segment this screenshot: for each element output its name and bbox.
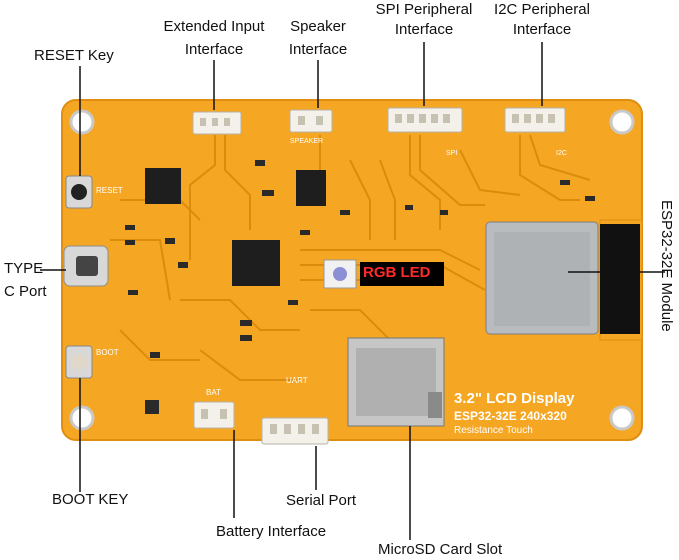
label-i2c: I2C Peripheral Interface xyxy=(476,0,608,40)
chip-amplifier xyxy=(296,170,326,206)
label-speaker-line2: Interface xyxy=(288,41,348,58)
label-type-c-line1: TYPE xyxy=(4,260,44,277)
silk-i2c: I2C xyxy=(556,150,567,157)
extended-input-connector xyxy=(192,111,242,135)
label-extended-input-line2: Interface xyxy=(184,41,244,58)
label-type-c-line2: C Port xyxy=(4,283,47,300)
label-boot-key: BOOT KEY xyxy=(52,491,129,508)
label-i2c-line1: I2C Peripheral xyxy=(494,1,590,18)
callout-lines xyxy=(40,42,665,540)
reset-button-cap xyxy=(71,184,87,200)
i2c-connector xyxy=(504,107,566,133)
label-battery: Battery Interface xyxy=(216,523,327,540)
chip-main xyxy=(232,240,280,286)
silk-boot: BOOT xyxy=(96,348,119,357)
silk-reset: RESET xyxy=(96,186,123,195)
smd-components xyxy=(125,160,595,414)
lcd-touch-text: Resistance Touch xyxy=(454,425,533,436)
label-reset-key: RESET Key xyxy=(34,47,114,64)
silk-uart: UART xyxy=(286,376,308,385)
esp32-lcd-block xyxy=(600,224,640,334)
microsd-slot-recess xyxy=(356,348,436,416)
label-esp32-module: ESP32-32E Module xyxy=(658,200,675,332)
label-microsd: MicroSD Card Slot xyxy=(378,541,503,558)
usb-c-opening xyxy=(76,256,98,276)
silk-spi: SPI xyxy=(446,150,458,157)
label-extended-input: Extended Input Interface xyxy=(132,17,296,60)
microsd-latch xyxy=(428,392,442,418)
lcd-title: 3.2" LCD Display xyxy=(454,390,575,407)
mounting-holes xyxy=(69,109,635,431)
label-i2c-line2: Interface xyxy=(512,21,572,38)
lcd-subtitle: ESP32-32E 240x320 xyxy=(454,409,567,423)
label-type-c: TYPE C Port xyxy=(4,259,47,302)
label-spi-line2: Interface xyxy=(394,21,454,38)
label-speaker: Speaker Interface xyxy=(268,17,368,60)
boot-button-cap xyxy=(71,354,87,370)
rgb-led-label-bg xyxy=(360,262,444,286)
serial-port-connector xyxy=(261,417,329,445)
chip-usb-serial xyxy=(145,168,181,204)
rgb-led-lens xyxy=(333,267,347,281)
rgb-led-label: RGB LED xyxy=(363,264,431,281)
label-spi-line1: SPI Peripheral xyxy=(375,1,473,18)
battery-connector xyxy=(193,401,235,429)
silk-bat: BAT xyxy=(206,388,221,397)
label-serial-port: Serial Port xyxy=(286,492,357,509)
esp32-module-inner xyxy=(494,232,590,326)
label-spi: SPI Peripheral Interface xyxy=(350,0,498,40)
label-extended-input-line1: Extended Input xyxy=(163,18,265,35)
label-speaker-line1: Speaker xyxy=(290,18,346,35)
spi-connector xyxy=(387,107,463,133)
silk-speaker: SPEAKER xyxy=(290,138,324,145)
speaker-connector xyxy=(289,109,333,133)
